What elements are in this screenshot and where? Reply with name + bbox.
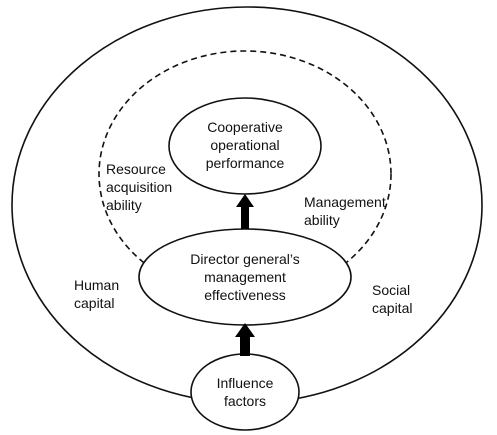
human-capital-label: Human capital	[74, 277, 120, 311]
management-ability-label: Management ability	[304, 194, 386, 228]
influence-factors-label: Influence factors	[216, 375, 274, 409]
resource-acquisition-label: Resource acquisition ability	[106, 161, 173, 213]
arrow-up-lower	[235, 323, 255, 356]
cooperative-performance-label: Cooperative operational performance	[205, 119, 285, 171]
director-effectiveness-label: Director general’s management effectiven…	[190, 251, 300, 303]
arrow-up-upper	[236, 194, 254, 229]
social-capital-label: Social capital	[372, 282, 413, 316]
